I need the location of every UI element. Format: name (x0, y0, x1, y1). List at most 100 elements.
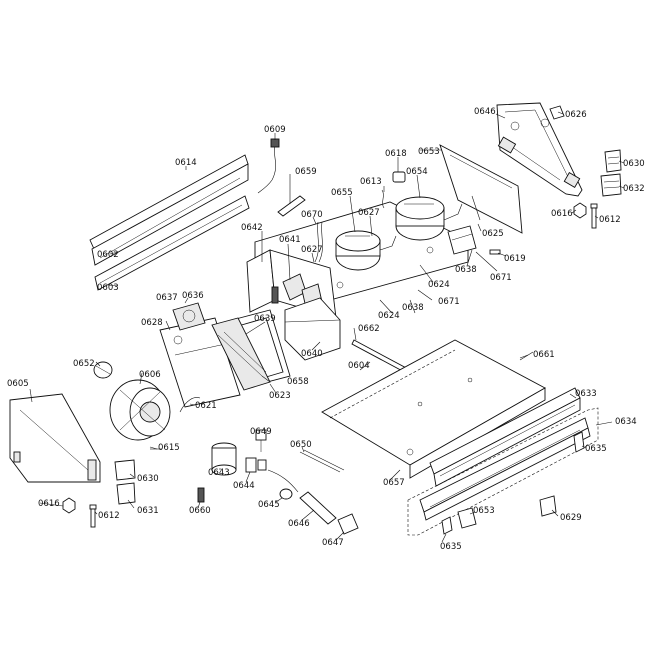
bracket-0635-bottom (441, 516, 453, 535)
label-0629: 0629 (560, 513, 582, 523)
bolt-0612-bottom (89, 504, 97, 528)
connector-0644 (245, 457, 267, 473)
label-0647: 0647 (322, 538, 344, 548)
label-0659: 0659 (295, 167, 317, 177)
side-rail-0603 (94, 195, 250, 291)
drawer-frame-0634 (407, 407, 599, 536)
label-0609: 0609 (264, 125, 286, 135)
fan-0606 (109, 379, 171, 441)
relay-box-0638 (447, 225, 477, 255)
side-rail-0602 (89, 154, 249, 266)
bracket-0653-bottom (457, 507, 477, 529)
label-0646: 0646 (474, 107, 496, 117)
cable-0650 (267, 449, 345, 493)
condenser-panel (439, 144, 523, 234)
label-0630-bottom: 0630 (137, 474, 159, 484)
bracket-0631 (116, 482, 136, 505)
label-0606: 0606 (139, 370, 161, 380)
rear-mounting-plate (496, 102, 583, 197)
clip-0629 (539, 495, 557, 517)
label-0613: 0613 (360, 177, 382, 187)
fan-motor-0652 (93, 361, 113, 379)
label-0633: 0633 (575, 389, 597, 399)
label-0618: 0618 (385, 149, 407, 159)
grommet-0613 (381, 189, 385, 209)
label-0638-b: 0638 (402, 303, 424, 313)
label-0621: 0621 (195, 401, 217, 411)
label-0650: 0650 (290, 440, 312, 450)
label-0602: 0602 (97, 250, 119, 260)
label-0634: 0634 (615, 417, 637, 427)
label-0644: 0644 (233, 481, 255, 491)
label-0670: 0670 (301, 210, 323, 220)
drawer-rail-0633 (429, 387, 581, 487)
label-0612-top: 0612 (599, 215, 621, 225)
label-0640: 0640 (301, 349, 323, 359)
sensor-0645 (279, 488, 293, 500)
left-side-panel-0605 (9, 393, 101, 483)
heater-tube-0646 (299, 491, 337, 525)
spring-0660 (197, 487, 205, 503)
label-0615: 0615 (158, 443, 180, 453)
label-0603: 0603 (97, 283, 119, 293)
label-0635-b: 0635 (440, 542, 462, 552)
bolt-0612-top (590, 203, 598, 229)
label-0652: 0652 (73, 359, 95, 369)
label-0627-b: 0627 (301, 245, 323, 255)
label-0661: 0661 (533, 350, 555, 360)
label-0639: 0639 (254, 314, 276, 324)
grommet-0618 (392, 171, 406, 183)
label-0612-bottom: 0612 (98, 511, 120, 521)
label-0662: 0662 (358, 324, 380, 334)
label-0624-a: 0624 (428, 280, 450, 290)
leader-lines (29, 111, 625, 543)
label-0628: 0628 (141, 318, 163, 328)
label-0657: 0657 (383, 478, 405, 488)
capacitor-0643 (211, 442, 237, 476)
label-0643: 0643 (208, 468, 230, 478)
label-0625: 0625 (482, 229, 504, 239)
lamp-socket-0647 (337, 513, 359, 535)
label-0654: 0654 (406, 167, 428, 177)
pipe-0625 (471, 195, 481, 221)
label-0653: 0653 (418, 147, 440, 157)
label-0616-top: 0616 (551, 209, 573, 219)
label-0671-a: 0671 (490, 273, 512, 283)
power-cord (257, 138, 280, 194)
compressor-right (395, 196, 463, 241)
label-0649: 0649 (250, 427, 272, 437)
nut-0616-top (573, 202, 587, 219)
label-0630-top: 0630 (623, 159, 645, 169)
label-0636: 0636 (182, 291, 204, 301)
label-0616-bottom: 0616 (38, 499, 60, 509)
label-0658: 0658 (287, 377, 309, 387)
bracket-clip-0626 (549, 105, 565, 120)
bracket-0659 (277, 195, 306, 217)
nut-0616-bottom (62, 497, 76, 514)
rod-0661 (519, 351, 534, 361)
label-0637: 0637 (156, 293, 178, 303)
label-0605: 0605 (7, 379, 29, 389)
fan-grille-0636 (172, 302, 206, 331)
label-0623: 0623 (269, 391, 291, 401)
label-0653-bottom: 0653 (473, 506, 495, 516)
bracket-0632 (600, 173, 622, 197)
clip-0619 (489, 249, 501, 255)
capillary-tube (314, 221, 323, 263)
label-0645: 0645 (258, 500, 280, 510)
label-0614: 0614 (175, 158, 197, 168)
label-0604: 0604 (348, 361, 370, 371)
compressor-left (335, 230, 397, 271)
label-0632: 0632 (623, 184, 645, 194)
label-0624-b: 0624 (378, 311, 400, 321)
label-0646-bottom: 0646 (288, 519, 310, 529)
bracket-0630-bottom (114, 459, 136, 481)
label-0660: 0660 (189, 506, 211, 516)
label-0635-a: 0635 (585, 444, 607, 454)
label-0642: 0642 (241, 223, 263, 233)
label-0631: 0631 (137, 506, 159, 516)
control-box-0640 (284, 297, 341, 361)
bracket-0621 (179, 397, 201, 413)
part-labels: 0646 0626 0630 0632 0616 0612 0609 0614 … (7, 107, 645, 552)
